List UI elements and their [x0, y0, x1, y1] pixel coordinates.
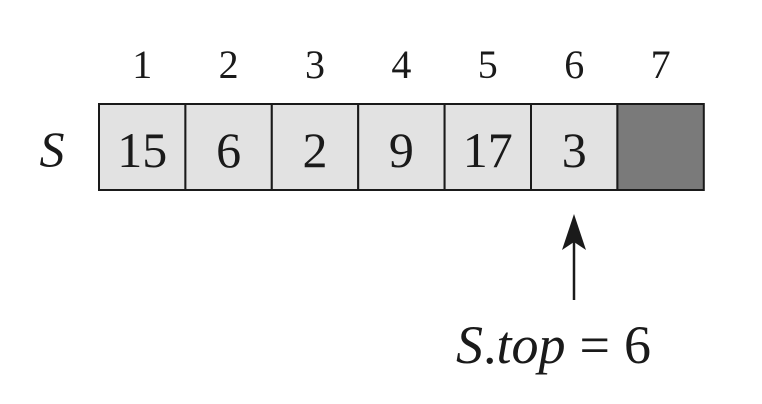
top-pointer-arrowhead — [562, 214, 586, 250]
array-cell-empty — [616, 103, 705, 191]
array-cell — [270, 103, 360, 191]
cell-value: 3 — [562, 122, 587, 178]
array-cell — [98, 103, 187, 191]
pointer-dot: . — [483, 315, 497, 375]
cell-value: 15 — [117, 122, 167, 178]
cell-value: 17 — [463, 122, 513, 178]
cell-value: 6 — [216, 122, 241, 178]
cell-value: 2 — [303, 122, 328, 178]
pointer-equals: = — [580, 315, 610, 375]
index-label: 3 — [305, 42, 325, 87]
index-label: 4 — [391, 42, 411, 87]
pointer-value: 6 — [624, 315, 651, 375]
index-label: 2 — [219, 42, 239, 87]
array-cell — [530, 103, 619, 191]
cell-value: 9 — [389, 122, 414, 178]
array-cell — [443, 103, 533, 191]
pointer-object: S — [456, 315, 483, 375]
index-label: 1 — [132, 42, 152, 87]
index-row: 1 2 3 4 5 6 7 — [132, 42, 670, 87]
index-label: 6 — [564, 42, 584, 87]
array-cell — [184, 103, 273, 191]
index-label: 7 — [651, 42, 671, 87]
array-cells: 15 6 2 9 17 3 — [98, 103, 705, 191]
top-pointer-label: S.top=6 — [456, 315, 651, 375]
pointer-attribute: top — [497, 315, 566, 375]
svg-text:S.top=6: S.top=6 — [456, 315, 651, 375]
index-label: 5 — [478, 42, 498, 87]
stack-name-label: S — [40, 121, 65, 177]
